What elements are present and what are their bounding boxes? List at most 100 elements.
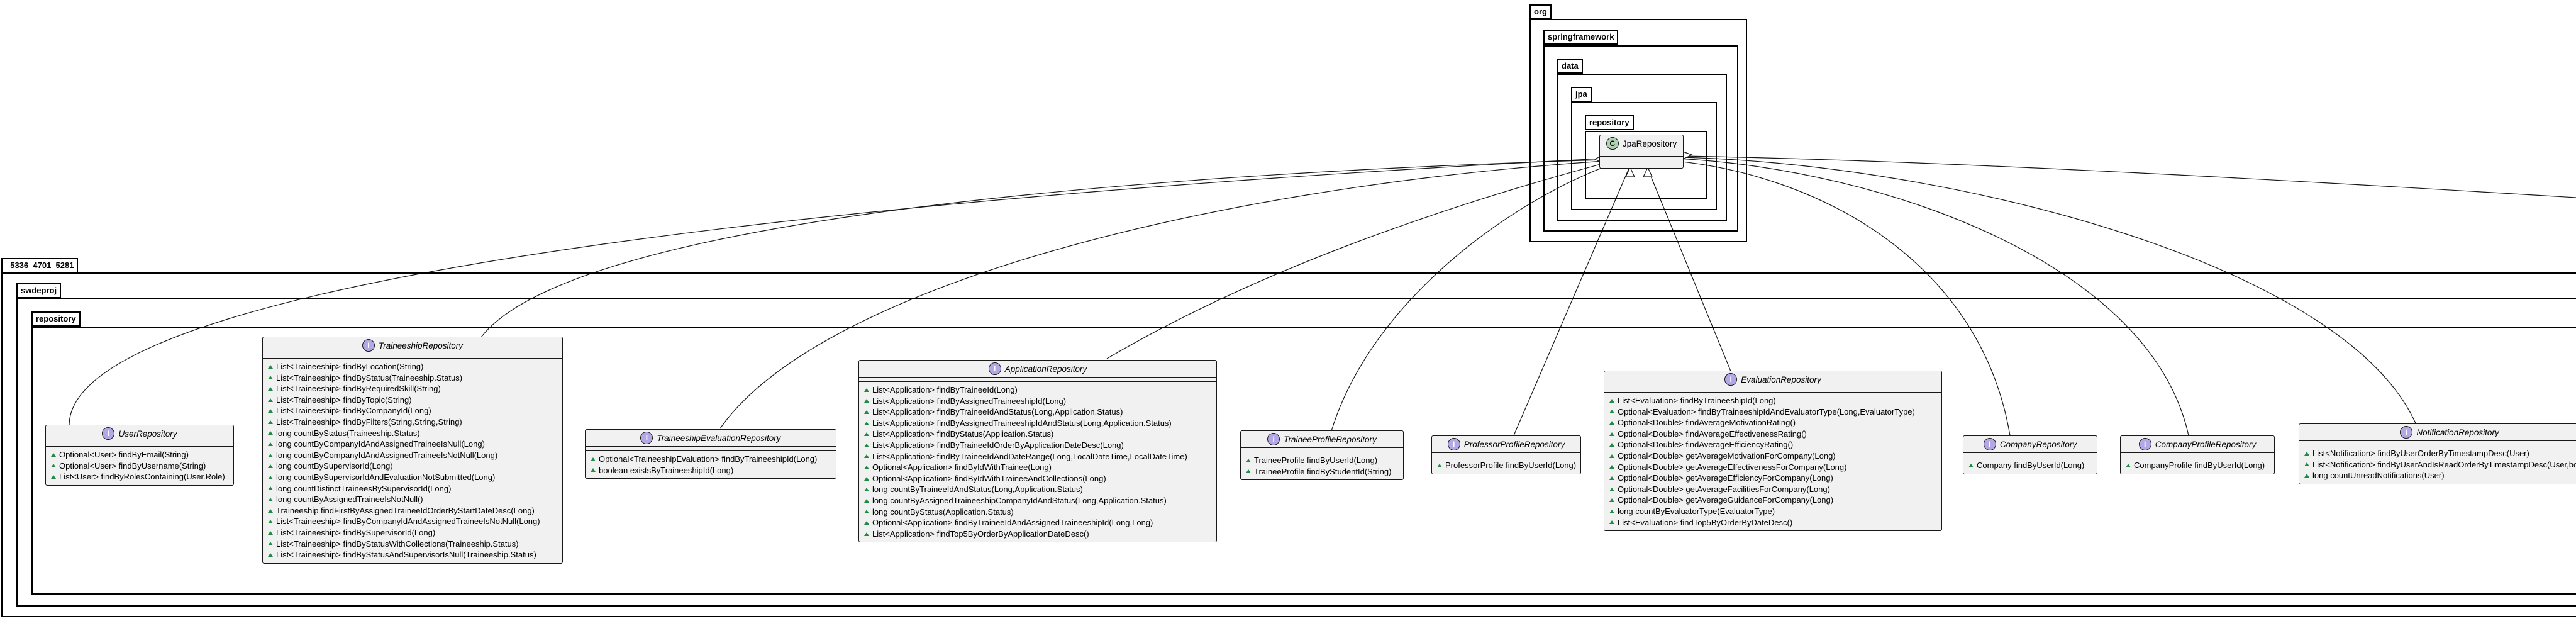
package-jpa-tab: jpa — [1571, 87, 1592, 102]
method-row: List<Traineeship> findByLocation(String) — [268, 361, 558, 372]
method-signature: List<Traineeship> findByStatusWithCollec… — [276, 539, 519, 549]
method-signature: List<Application> findByTraineeId(Long) — [872, 385, 1018, 394]
methods-compartment: List<Application> findByTraineeId(Long) L… — [859, 382, 1216, 542]
package-visibility-icon — [2126, 463, 2131, 467]
methods-compartment: Optional<User> findByEmail(String) Option… — [46, 447, 233, 485]
package-visibility-icon — [268, 386, 273, 391]
package-visibility-icon — [864, 388, 869, 392]
interface-i-icon: I — [102, 427, 115, 440]
package-visibility-icon — [864, 498, 869, 503]
package-visibility-icon — [1609, 465, 1614, 469]
fields-compartment — [859, 378, 1216, 382]
fields-compartment — [46, 442, 233, 447]
method-signature: Optional<Double> findAverageEfficiencyRa… — [1618, 440, 1794, 450]
method-row: List<Application> findByTraineeId(Long) — [864, 384, 1213, 396]
methods-compartment: CompanyProfile findByUserId(Long) — [2121, 457, 2274, 474]
fields-compartment — [1963, 453, 2097, 457]
method-signature: boolean existsByTraineeshipId(Long) — [599, 465, 734, 475]
method-signature: Optional<User> findByEmail(String) — [59, 450, 189, 459]
method-signature: Optional<Double> getAverageFacilitiesFor… — [1618, 484, 1830, 494]
interface-name: CompanyProfileRepository — [2155, 439, 2257, 449]
package-visibility-icon — [1609, 509, 1614, 513]
method-signature: long countDistinctTraineesBySupervisorId… — [276, 483, 452, 493]
package-repository-inner — [31, 327, 2576, 595]
package-visibility-icon — [1246, 458, 1251, 462]
method-signature: List<Notification> findByUserAndIsReadOr… — [2312, 459, 2576, 469]
package-visibility-icon — [268, 542, 273, 546]
interface-i-icon: I — [2400, 426, 2413, 439]
method-row: long countUnreadNotifications(User) — [2304, 470, 2576, 481]
method-signature: Optional<Double> getAverageEffectiveness… — [1618, 462, 1847, 472]
method-signature: long countByAssignedTraineeIsNotNull() — [276, 495, 423, 505]
method-signature: long countByCompanyIdAndAssignedTraineeI… — [276, 439, 485, 449]
package-visibility-icon — [864, 410, 869, 414]
method-row: long countByEvaluatorType(EvaluatorType) — [1609, 506, 1938, 517]
method-row: Optional<User> findByUsername(String) — [51, 461, 230, 472]
fields-compartment — [1604, 388, 1941, 393]
interface-name: TraineeshipEvaluationRepository — [657, 433, 781, 443]
method-signature: long countBySupervisorId(Long) — [276, 461, 393, 471]
method-signature: long countByTraineeIdAndStatus(Long,Appl… — [872, 484, 1083, 495]
jpa-repository-class[interactable]: C JpaRepository — [1599, 135, 1684, 169]
package-visibility-icon — [268, 464, 273, 469]
method-signature: List<Traineeship> findByFilters(String,S… — [276, 417, 462, 427]
package-visibility-icon — [864, 399, 869, 403]
method-row: long countDistinctTraineesBySupervisorId… — [268, 483, 558, 495]
package-visibility-icon — [1609, 520, 1614, 525]
interface-i-icon: I — [1983, 438, 1996, 450]
link-offscreen-repository — [1680, 155, 2576, 198]
package-repository-outer — [1585, 131, 1707, 199]
package-visibility-icon — [268, 409, 273, 413]
method-signature: Optional<Evaluation> findByTraineeshipId… — [1618, 406, 1915, 417]
package-visibility-icon — [1609, 420, 1614, 425]
method-row: List<Traineeship> findByCompanyId(Long) — [268, 405, 558, 417]
method-signature: List<Traineeship> findByRequiredSkill(St… — [276, 384, 441, 394]
method-row: List<Traineeship> findByCompanyIdAndAssi… — [268, 516, 558, 527]
package-visibility-icon — [268, 420, 273, 424]
package-visibility-icon — [591, 457, 596, 461]
interface-i-icon: I — [640, 432, 653, 444]
package-visibility-icon — [51, 474, 56, 479]
method-row: Optional<Double> getAverageMotivationFor… — [1609, 450, 1938, 462]
package-visibility-icon — [268, 530, 273, 535]
package-visibility-icon — [1437, 463, 1442, 467]
interface-name: NotificationRepository — [2416, 427, 2499, 437]
package-visibility-icon — [268, 398, 273, 402]
package-visibility-icon — [268, 520, 273, 524]
method-row: List<Traineeship> findByStatusAndSupervi… — [268, 549, 558, 561]
package-visibility-icon — [864, 443, 869, 447]
method-row: ProfessorProfile findByUserId(Long) — [1437, 460, 1577, 471]
method-row: List<Traineeship> findByTopic(String) — [268, 394, 558, 406]
package-visibility-icon — [1609, 476, 1614, 480]
package-visibility-icon — [1609, 410, 1614, 414]
method-row: Optional<Double> findAverageMotivationRa… — [1609, 417, 1938, 428]
method-row: Optional<Double> getAverageEfficiencyFor… — [1609, 473, 1938, 484]
class-c-icon: C — [1606, 137, 1619, 150]
method-signature: List<Evaluation> findByTraineeshipId(Lon… — [1618, 396, 1776, 405]
interface-name: UserRepository — [118, 428, 177, 439]
method-signature: long countBySupervisorIdAndEvaluationNot… — [276, 472, 496, 482]
method-row: boolean existsByTraineeshipId(Long) — [591, 465, 832, 476]
method-row: Optional<Application> findByIdWithTraine… — [864, 473, 1213, 484]
method-row: List<Application> findByTraineeIdOrderBy… — [864, 440, 1213, 451]
method-row: Optional<Application> findByTraineeIdAnd… — [864, 517, 1213, 529]
package-visibility-icon — [268, 453, 273, 457]
package-springframework-tab: springframework — [1543, 30, 1619, 45]
package-visibility-icon — [268, 442, 273, 446]
method-row: Optional<Evaluation> findByTraineeshipId… — [1609, 406, 1938, 418]
interface-name: ApplicationRepository — [1004, 364, 1087, 374]
method-signature: Optional<Double> getAverageMotivationFor… — [1618, 450, 1836, 461]
method-signature: List<Application> findByAssignedTrainees… — [872, 396, 1067, 406]
